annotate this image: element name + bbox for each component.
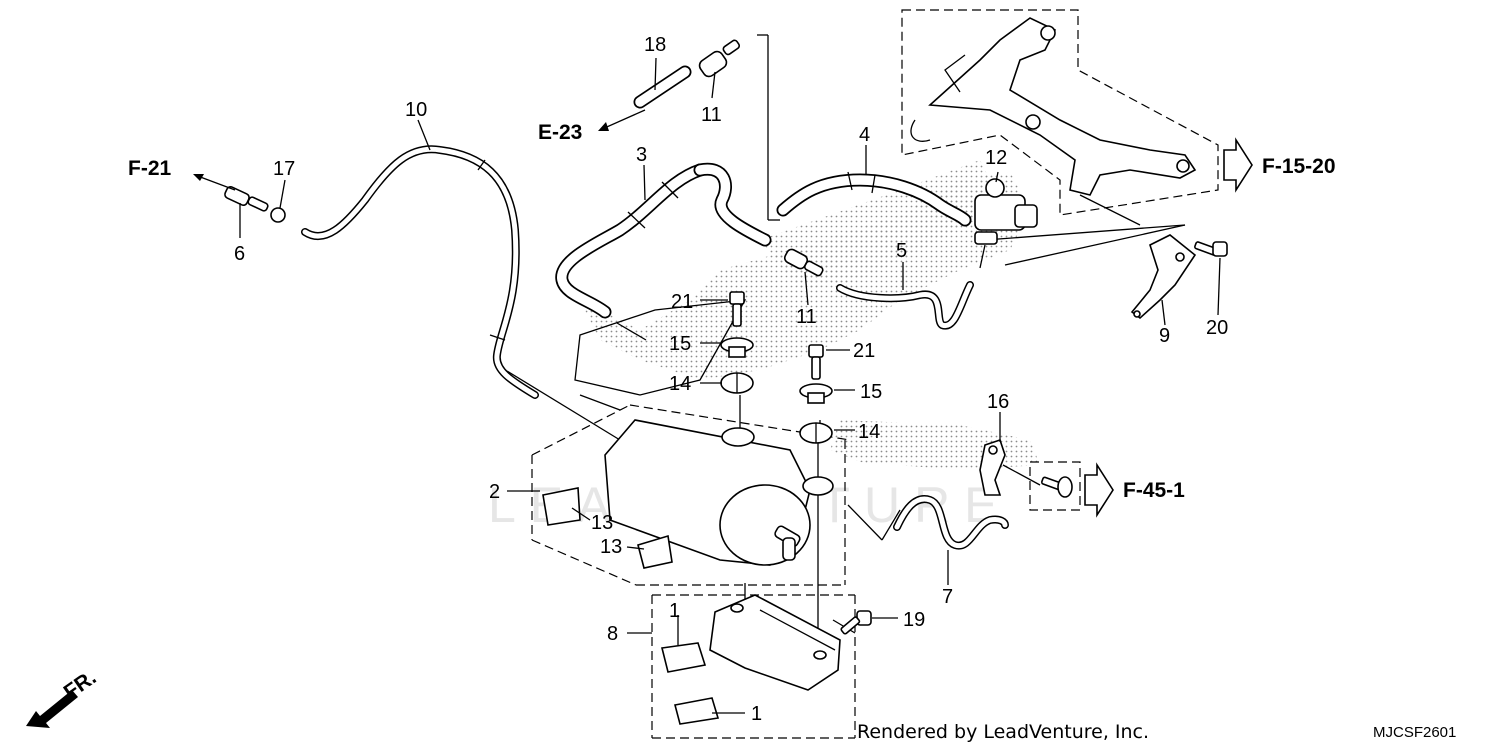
pad-13-upper [542, 487, 581, 526]
assembly-lines [506, 34, 1186, 739]
cover-8 [709, 594, 841, 691]
hose-3 [555, 162, 772, 319]
bracket-enclosures [901, 9, 1219, 511]
hose-4 [776, 171, 972, 227]
joint-11-lower [783, 248, 824, 277]
pad-13-lower [637, 534, 673, 569]
callout-16: 16 [987, 391, 1009, 413]
callout-1-upper: 1 [669, 600, 680, 622]
callout-21-left: 21 [671, 291, 693, 313]
callout-11-lower: 11 [796, 306, 817, 328]
callout-7: 7 [942, 586, 953, 608]
bracket-9 [1130, 234, 1197, 320]
arrow-f1520-icon [1223, 137, 1253, 193]
joint-6 [224, 186, 269, 212]
bolt-21-left [729, 291, 745, 327]
bolt-21-right [808, 344, 824, 380]
tube-7 [893, 495, 1009, 550]
ref-f1520: F-15-20 [1262, 155, 1336, 178]
hose-10 [301, 145, 539, 399]
washer-15-right [799, 383, 833, 404]
reference-labels: F-21 E-23 F-15-20 F-45-1 FR. [60, 121, 1336, 704]
reference-arrows [26, 109, 1253, 728]
hose-18 [633, 65, 692, 109]
callout-13-lower: 13 [600, 536, 622, 558]
ref-e23: E-23 [538, 121, 582, 144]
solenoid-valve-12 [974, 178, 1038, 269]
callout-12: 12 [985, 147, 1007, 169]
callout-6: 6 [234, 243, 245, 265]
bolt-20 [1194, 241, 1228, 257]
clip-17 [270, 207, 286, 223]
callout-17: 17 [273, 158, 295, 180]
joint-11-upper [698, 39, 741, 78]
callout-numbers: 1 1 2 3 4 5 6 7 8 9 10 11 11 12 13 13 14… [234, 34, 1228, 725]
hose-5 [836, 281, 974, 330]
ref-f21: F-21 [128, 157, 172, 180]
rubber-14-left [720, 372, 754, 394]
washer-15-left [720, 337, 754, 358]
ref-f451: F-45-1 [1123, 479, 1185, 502]
callout-3: 3 [636, 144, 647, 166]
callout-14-left: 14 [669, 373, 691, 395]
callout-21-right: 21 [853, 340, 875, 362]
callout-8: 8 [607, 623, 618, 645]
callout-5: 5 [896, 240, 907, 262]
pad-1-lower [674, 697, 720, 725]
callout-20: 20 [1206, 317, 1228, 339]
callout-10: 10 [405, 99, 427, 121]
canister-2 [604, 419, 834, 566]
callout-13-upper: 13 [591, 512, 613, 534]
bracket-assembly [910, 17, 1197, 196]
clamp-16 [979, 438, 1006, 496]
screw-f45 [1040, 476, 1073, 498]
callout-14-right: 14 [858, 421, 880, 443]
leader-lines [239, 57, 1221, 714]
callout-9: 9 [1159, 325, 1170, 347]
callout-15-right: 15 [860, 381, 882, 403]
callout-2: 2 [489, 481, 500, 503]
callout-4: 4 [859, 124, 870, 146]
rendered-by-text: Rendered by LeadVenture, Inc. [857, 721, 1149, 743]
callout-11-upper: 11 [701, 104, 722, 126]
callout-18: 18 [644, 34, 666, 56]
diagram-code: MJCSF2601 [1373, 724, 1456, 741]
arrow-f451-icon [1084, 462, 1114, 518]
front-arrow-icon [26, 690, 78, 728]
rubber-14-right [799, 422, 833, 444]
callout-1-lower: 1 [751, 703, 762, 725]
bolt-19 [840, 610, 872, 635]
pad-1-upper [661, 642, 707, 673]
callout-19: 19 [903, 609, 925, 631]
callout-15-left: 15 [669, 333, 691, 355]
